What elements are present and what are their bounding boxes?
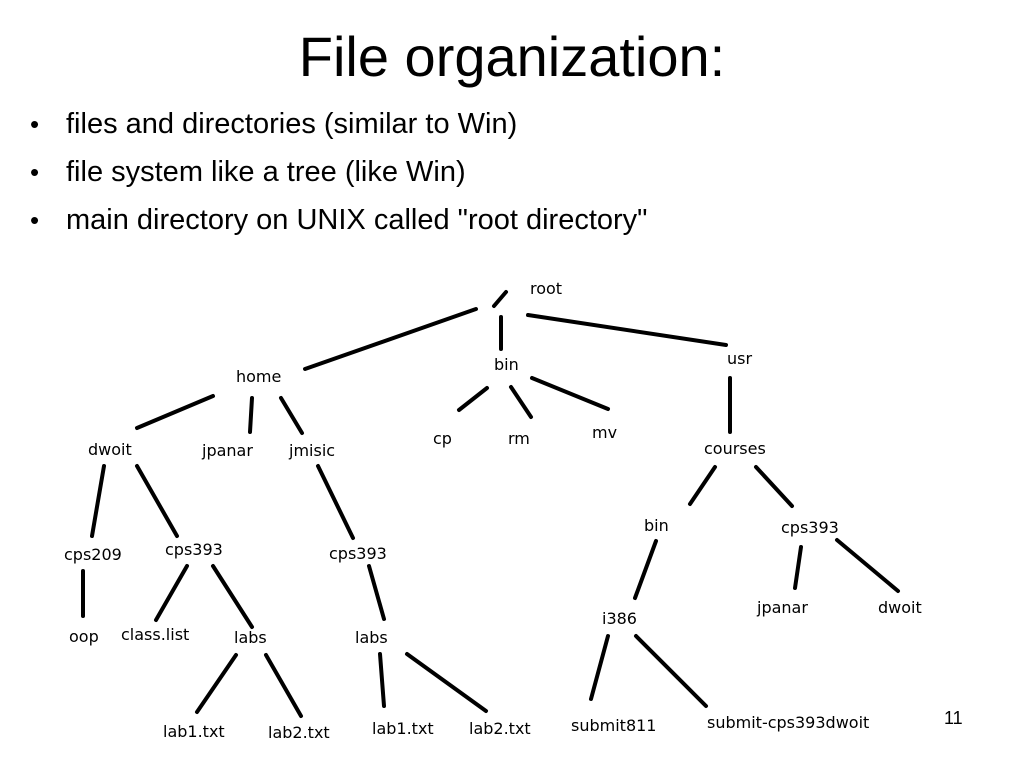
tree-edge-bin-top-to-cp xyxy=(457,386,489,412)
bullet-item: • main directory on UNIX called "root di… xyxy=(30,196,647,244)
tree-edge-cps393-dwoit-to-labs-dwoit xyxy=(211,564,254,629)
tree-edge-i386-to-submit-cps393dwoit xyxy=(634,634,708,708)
node-class-list: class.list xyxy=(121,625,189,644)
node-i386: i386 xyxy=(602,609,637,628)
tree-edge-dwoit-to-cps209 xyxy=(90,464,106,538)
node-cp: cp xyxy=(433,429,452,448)
node-home: home xyxy=(236,367,281,386)
node-dwoit: dwoit xyxy=(88,440,132,459)
tree-edge-labs-dwoit-to-lab2-dwoit xyxy=(264,653,303,718)
node-mv: mv xyxy=(592,423,617,442)
bullet-symbol: • xyxy=(30,157,40,187)
node-submit811: submit811 xyxy=(571,716,656,735)
node-jmisic: jmisic xyxy=(288,441,335,460)
node-cps209: cps209 xyxy=(64,545,122,564)
tree-edge-root-to-usr xyxy=(526,313,728,347)
node-lab2-dwoit: lab2.txt xyxy=(268,723,330,742)
node-labs-jmisic: labs xyxy=(355,628,388,647)
tree-edge-home-to-jpanar xyxy=(248,396,254,434)
bullet-symbol: • xyxy=(30,205,40,235)
node-jpanar: jpanar xyxy=(201,441,253,460)
node-lab1-jmisic: lab1.txt xyxy=(372,719,434,738)
node-bin-courses: bin xyxy=(644,516,669,535)
node-cps393-dwoit: cps393 xyxy=(165,540,223,559)
node-lab1-dwoit: lab1.txt xyxy=(163,722,225,741)
tree-edge-root-to-home xyxy=(303,307,478,371)
tree-edge-bin-courses-to-i386 xyxy=(633,539,658,600)
tree-edge-labs-dwoit-to-lab1-dwoit xyxy=(195,653,238,714)
tree-edge-cps393-courses-to-jpanar-courses xyxy=(793,545,803,590)
bullet-list: • files and directories (similar to Win)… xyxy=(30,100,647,244)
node-cps393-jmisic: cps393 xyxy=(329,544,387,563)
page-number: 11 xyxy=(944,708,963,728)
tree-edge-bin-top-to-rm xyxy=(509,385,533,419)
bullet-text: files and directories (similar to Win) xyxy=(66,108,518,140)
tree-edge-i386-to-submit811 xyxy=(589,634,610,701)
tree-edges xyxy=(81,307,900,718)
node-rm: rm xyxy=(508,429,530,448)
node-lab2-jmisic: lab2.txt xyxy=(469,719,531,738)
tree-edge-cps393-jmisic-to-labs-jmisic xyxy=(367,564,386,621)
tree-edge-labs-jmisic-to-lab2-jmisic xyxy=(405,652,488,713)
bullet-symbol: • xyxy=(30,109,40,139)
tree-edge-dwoit-to-cps393-dwoit xyxy=(135,464,179,538)
node-jpanar-courses: jpanar xyxy=(756,598,808,617)
tree-edge-cps393-dwoit-to-class-list xyxy=(154,564,189,622)
bullet-item: • files and directories (similar to Win) xyxy=(30,100,647,148)
tree-edge-cps393-courses-to-dwoit-courses xyxy=(835,538,900,593)
bullet-text: main directory on UNIX called "root dire… xyxy=(66,204,648,236)
node-root: root xyxy=(530,279,562,298)
bullet-text: file system like a tree (like Win) xyxy=(66,156,466,188)
tree-edge-bin-top-to-mv xyxy=(530,376,610,411)
bullet-item: • file system like a tree (like Win) xyxy=(30,148,647,196)
root-slash-mark xyxy=(492,290,508,308)
node-courses: courses xyxy=(704,439,766,458)
slide-title: File organization: xyxy=(298,25,726,88)
tree-edge-labs-jmisic-to-lab1-jmisic xyxy=(378,652,386,708)
node-submit-cps393dwoit: submit-cps393dwoit xyxy=(707,713,869,732)
tree-edge-home-to-dwoit xyxy=(135,394,215,430)
node-labs-dwoit: labs xyxy=(234,628,267,647)
tree-edge-jmisic-to-cps393-jmisic xyxy=(316,464,355,540)
node-oop: oop xyxy=(69,627,99,646)
node-cps393-courses: cps393 xyxy=(781,518,839,537)
tree-edge-courses-to-cps393-courses xyxy=(754,465,794,508)
node-bin: bin xyxy=(494,355,519,374)
tree-edge-home-to-jmisic xyxy=(279,396,304,435)
tree-edge-courses-to-bin-courses xyxy=(688,465,717,506)
node-dwoit-courses: dwoit xyxy=(878,598,922,617)
node-usr: usr xyxy=(727,349,752,368)
